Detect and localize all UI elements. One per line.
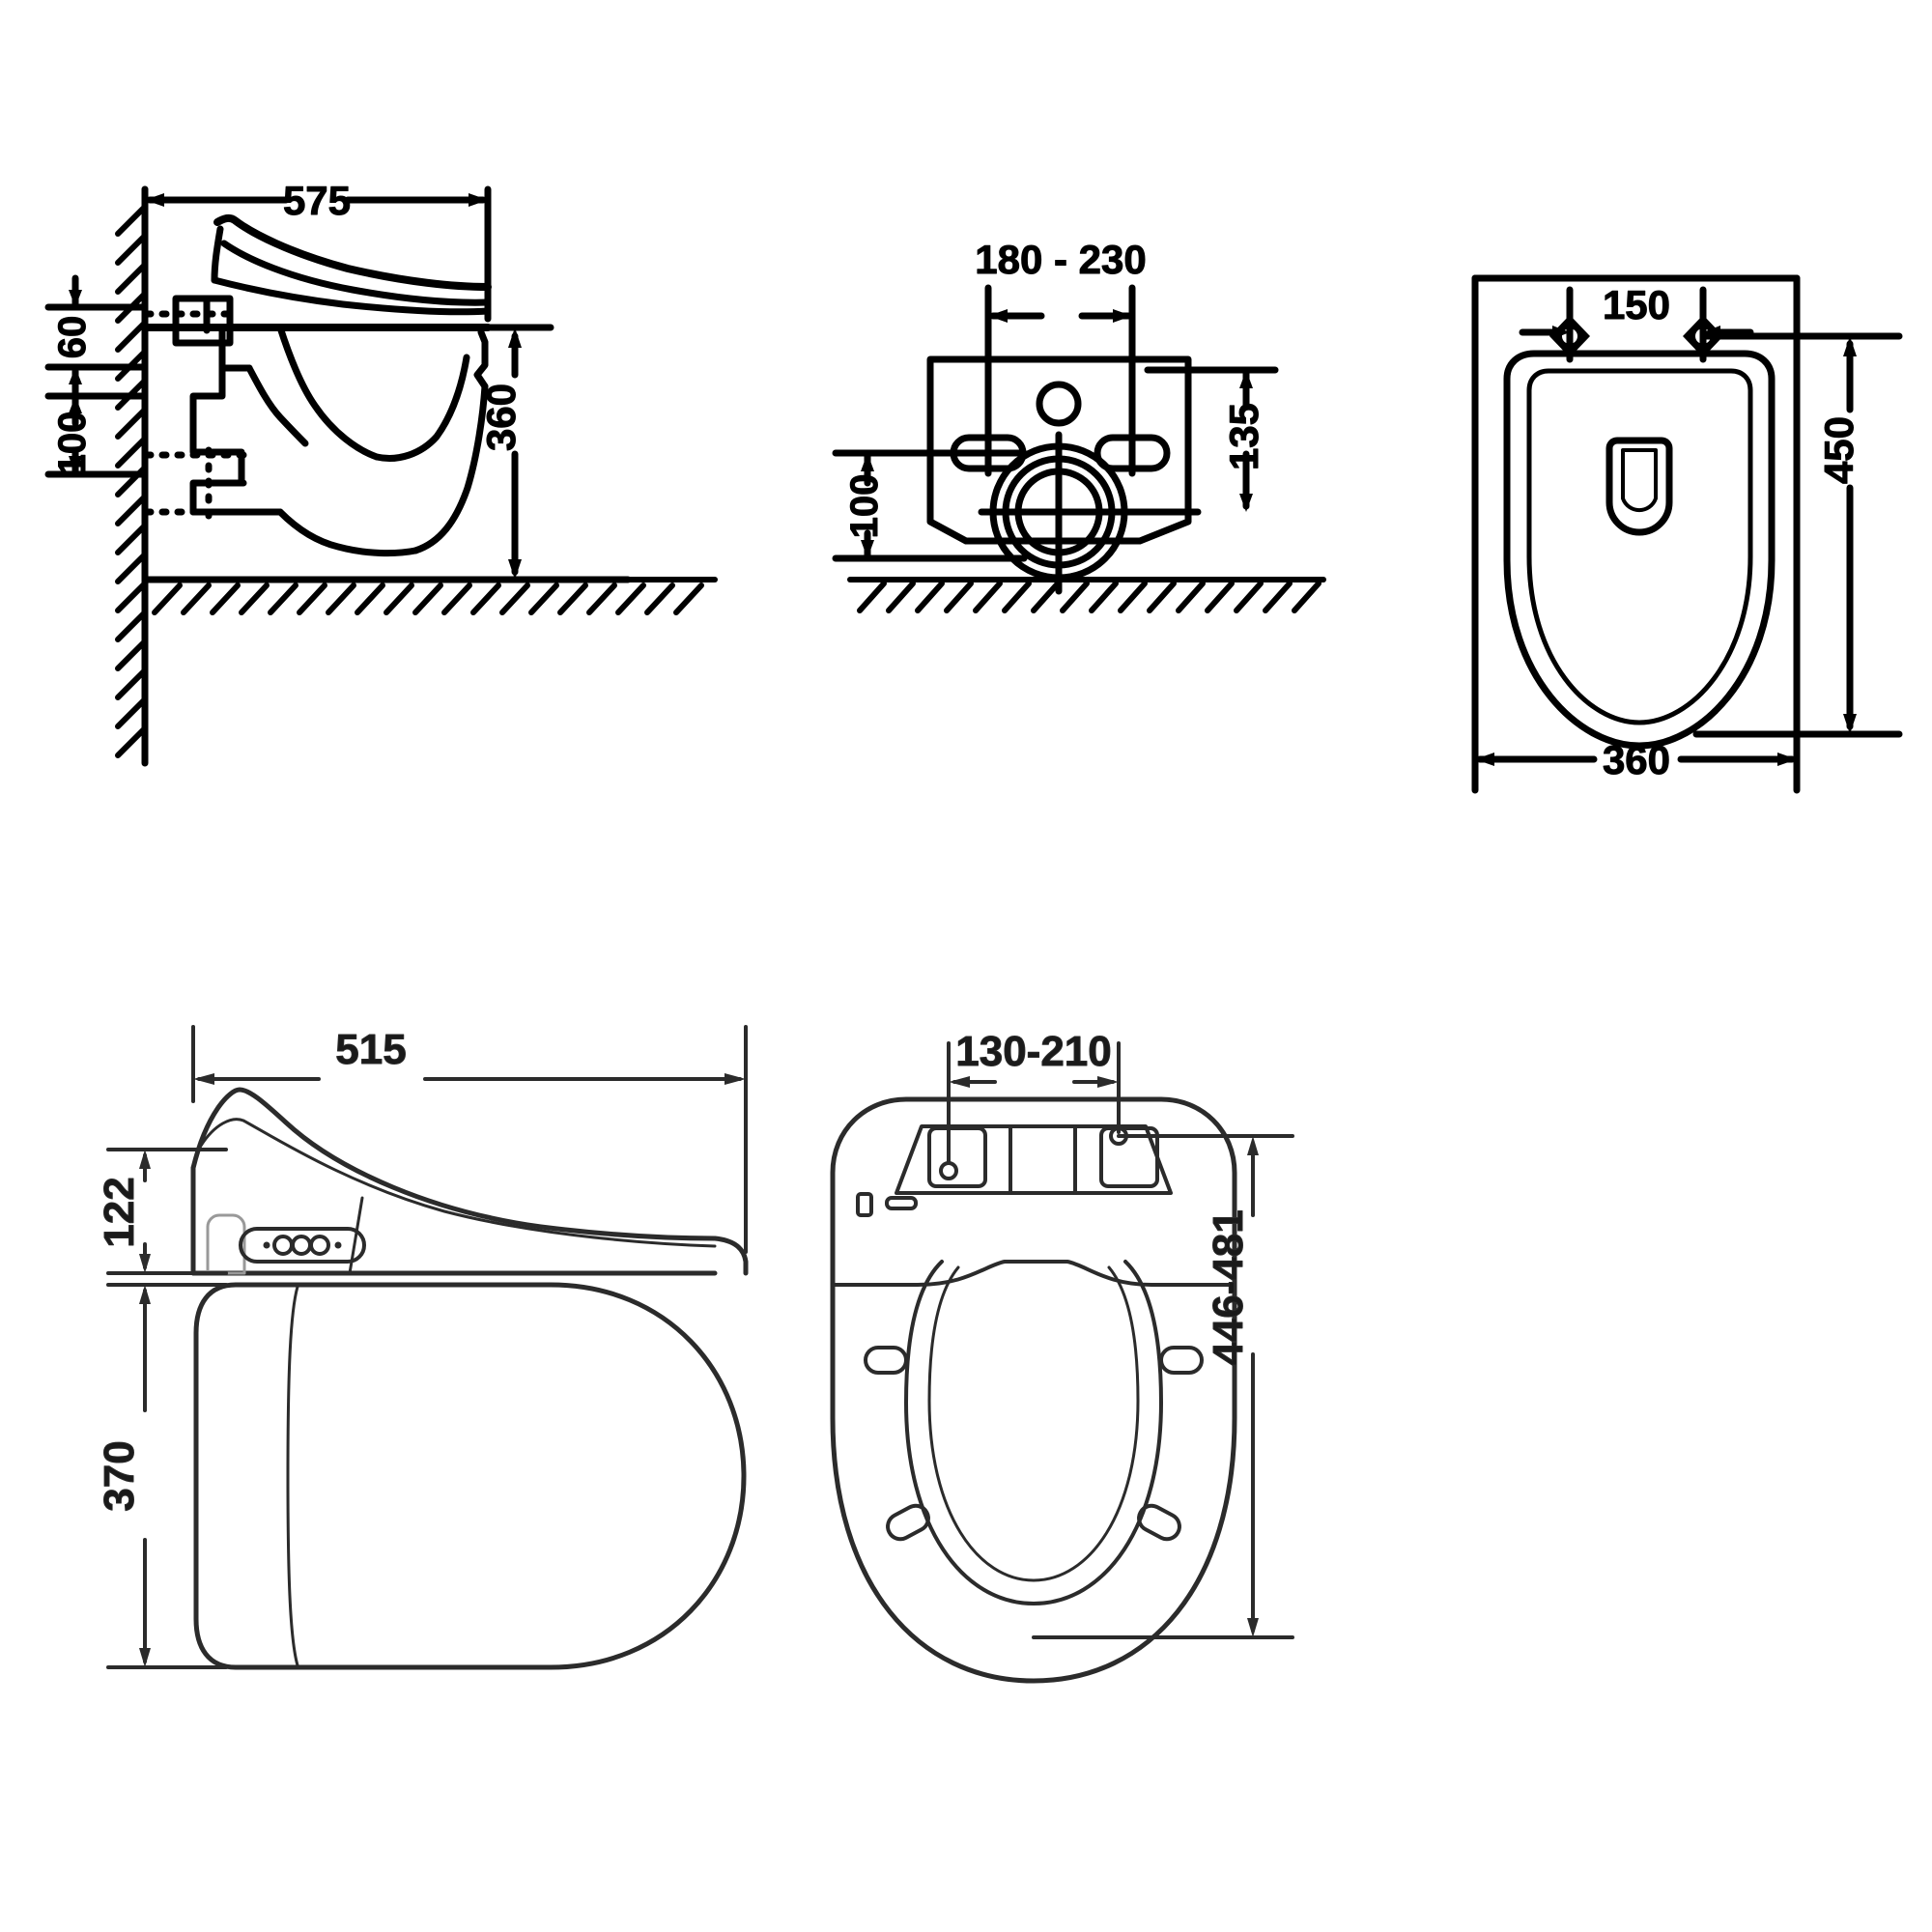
dim-130-210 xyxy=(947,1041,1121,1165)
button-panel-outline xyxy=(239,1227,366,1264)
seat-side-top-outline xyxy=(190,1087,718,1241)
button-panel[interactable] xyxy=(239,1227,366,1264)
dim-575 xyxy=(141,185,492,323)
dim-label-446-481: 446-481 xyxy=(1205,1209,1252,1365)
lid-top-outline xyxy=(213,213,492,291)
nozzle-slot xyxy=(206,1213,246,1275)
panel-dot-left xyxy=(263,1241,270,1249)
dim-135 xyxy=(1144,366,1279,512)
dim-180-230 xyxy=(988,309,1132,323)
view-pan-front: 150 450 360 xyxy=(1471,274,1903,794)
dim-450 xyxy=(1692,332,1903,738)
dim-100-side xyxy=(44,392,149,478)
bumper-pad-top-right xyxy=(1159,1346,1204,1375)
dim-label-100-side: 100 xyxy=(51,412,94,476)
dim-515 xyxy=(191,1025,748,1254)
right-fixing-marker xyxy=(1683,286,1723,363)
bowl-inner-rear-curve xyxy=(373,354,470,462)
dim-370 xyxy=(106,1283,228,1669)
bumper-pad-bottom-left xyxy=(886,1503,930,1542)
seat-top-lid-outline xyxy=(193,1282,747,1670)
underside-seat-ring-inner xyxy=(927,1265,1140,1582)
flush-keyhole xyxy=(1605,437,1673,536)
view-side-elevation: 575 360 60 100 xyxy=(44,178,718,767)
flush-keyhole-inner xyxy=(1621,448,1658,513)
mounting-bracket-left xyxy=(927,1126,987,1188)
view-wall-frame-front: 180 - 230 100 135 xyxy=(832,237,1326,613)
dim-446-481 xyxy=(1032,1134,1294,1639)
bumper-pad-bottom-right xyxy=(1137,1503,1181,1542)
panel-dot-right xyxy=(334,1241,342,1249)
floor-hatching xyxy=(142,577,718,615)
dim-label-575: 575 xyxy=(283,178,351,223)
bowl-bottom-outline xyxy=(276,508,419,557)
seat-side-front-tip xyxy=(712,1236,749,1276)
view-seat-top: 370 xyxy=(96,1282,747,1670)
view-seat-underside: 130-210 446-481 xyxy=(830,1028,1294,1684)
dim-label-60: 60 xyxy=(51,316,94,359)
dim-label-360-side: 360 xyxy=(478,384,524,451)
mounting-bracket-right xyxy=(1099,1126,1159,1188)
right-bolt-slot xyxy=(1094,434,1171,472)
dim-label-515: 515 xyxy=(335,1026,406,1073)
dim-100-wall xyxy=(861,452,874,559)
bowl-inner-front-curve xyxy=(276,324,381,461)
dim-label-450: 450 xyxy=(1816,416,1861,484)
dim-122 xyxy=(106,1148,228,1275)
dim-label-370: 370 xyxy=(96,1440,143,1511)
underside-housing-block xyxy=(895,1124,1173,1195)
dim-label-130-210: 130-210 xyxy=(955,1028,1111,1075)
bowl-rear-inner-curve xyxy=(245,364,309,447)
top-fixing-hole xyxy=(1036,381,1082,427)
underside-seat-ring-outer xyxy=(904,1260,1163,1605)
bowl-front-outline xyxy=(412,383,489,554)
pan-inner-bowl xyxy=(1526,368,1753,725)
lid-hinge-left-edge xyxy=(211,225,224,284)
dim-360-pan xyxy=(1471,672,1801,794)
dim-label-360-pan: 360 xyxy=(1603,737,1670,782)
dim-label-135: 135 xyxy=(1221,403,1266,470)
dim-360-side xyxy=(484,324,554,583)
dim-label-122: 122 xyxy=(96,1177,143,1247)
wall-hatching xyxy=(115,204,148,758)
side-slot-edge xyxy=(856,1192,873,1217)
underside-outer-outline xyxy=(830,1096,1237,1684)
seat-top-face xyxy=(211,276,492,316)
hidden-centerlines xyxy=(143,310,255,520)
view-seat-side: 515 122 xyxy=(96,1025,749,1276)
dim-label-150: 150 xyxy=(1603,282,1670,327)
upper-bracket-box xyxy=(172,295,234,347)
seat-side-inner-contour xyxy=(199,1118,717,1248)
wall-frame-floor-hatching xyxy=(847,577,1326,613)
lid-inner-outline xyxy=(220,240,492,306)
seat-top-hinge-seam xyxy=(286,1285,299,1667)
dim-label-100-wall: 100 xyxy=(843,474,886,539)
dim-label-180-230: 180 - 230 xyxy=(975,237,1146,282)
wall-plate-outline xyxy=(926,355,1192,545)
left-fixing-marker xyxy=(1549,286,1590,363)
bowl-front-notch xyxy=(473,328,489,390)
side-slot-inner xyxy=(885,1196,918,1210)
panel-button-3[interactable] xyxy=(309,1235,330,1256)
bumper-pad-top-left xyxy=(864,1346,908,1375)
